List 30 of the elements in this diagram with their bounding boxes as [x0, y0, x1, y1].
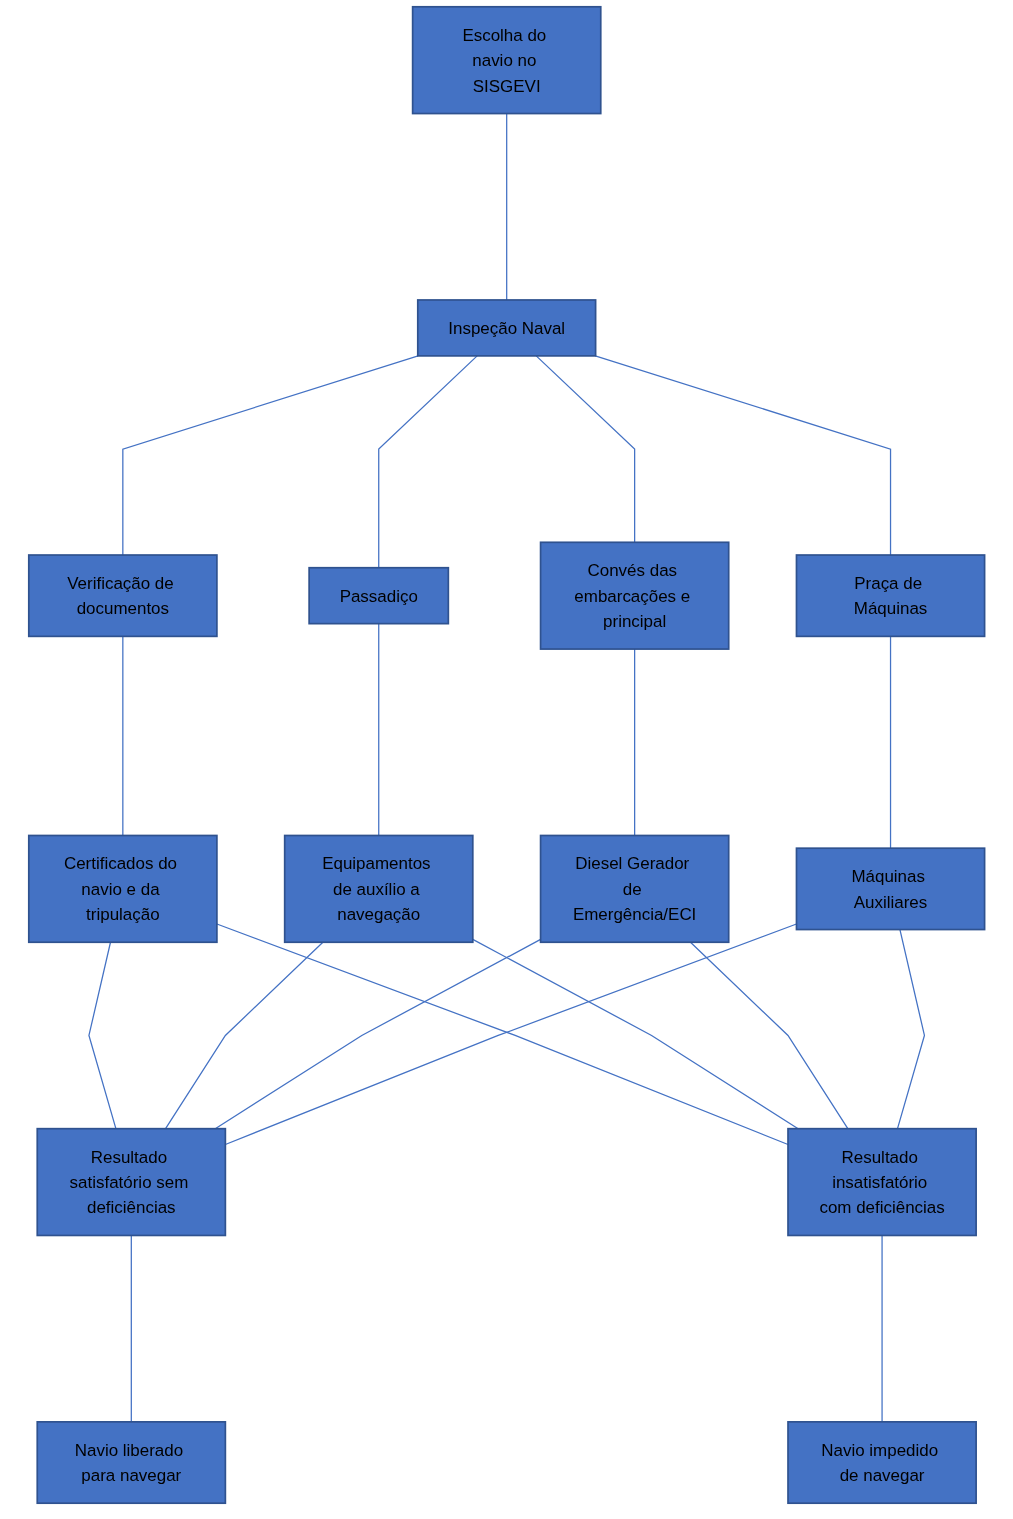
node-box: Diesel Gerador de Emergência/ECI: [539, 834, 730, 944]
node-box: Passadiço: [308, 566, 449, 625]
connector: [889, 635, 891, 849]
node-box: Inspeção Naval: [416, 299, 597, 357]
connector: [122, 635, 124, 837]
node-box: Resultado insatisfatório com deficiências: [786, 1127, 977, 1237]
node-box: Convés das embarcações e principal: [539, 541, 730, 650]
node-box: Verificação de documentos: [27, 554, 218, 638]
connector: [377, 623, 380, 837]
connector: [377, 355, 478, 569]
node-box: Praça de Máquinas: [795, 554, 986, 638]
node-box: Navio impedido de navegar: [786, 1421, 977, 1505]
connector: [594, 355, 891, 556]
node-box: Certificados do navio e da tripulação: [27, 834, 218, 944]
connector: [88, 941, 117, 1130]
connector: [896, 928, 925, 1130]
connector: [122, 355, 419, 556]
connector: [505, 112, 508, 301]
node-box: Máquinas Auxiliares: [795, 847, 986, 931]
node-box: Escolha do navio no SISGEVI: [411, 5, 602, 115]
connector: [881, 1234, 883, 1423]
node-box: Resultado satisfatório sem deficiências: [36, 1127, 227, 1237]
connector: [689, 941, 849, 1130]
connector: [535, 355, 636, 543]
connector: [471, 938, 799, 1130]
node-box: Navio liberado para navegar: [36, 1421, 227, 1505]
connector: [130, 1234, 132, 1423]
connector: [633, 648, 636, 837]
node-box: Equipamentos de auxílio a navegação: [283, 834, 474, 944]
connector: [164, 941, 324, 1130]
